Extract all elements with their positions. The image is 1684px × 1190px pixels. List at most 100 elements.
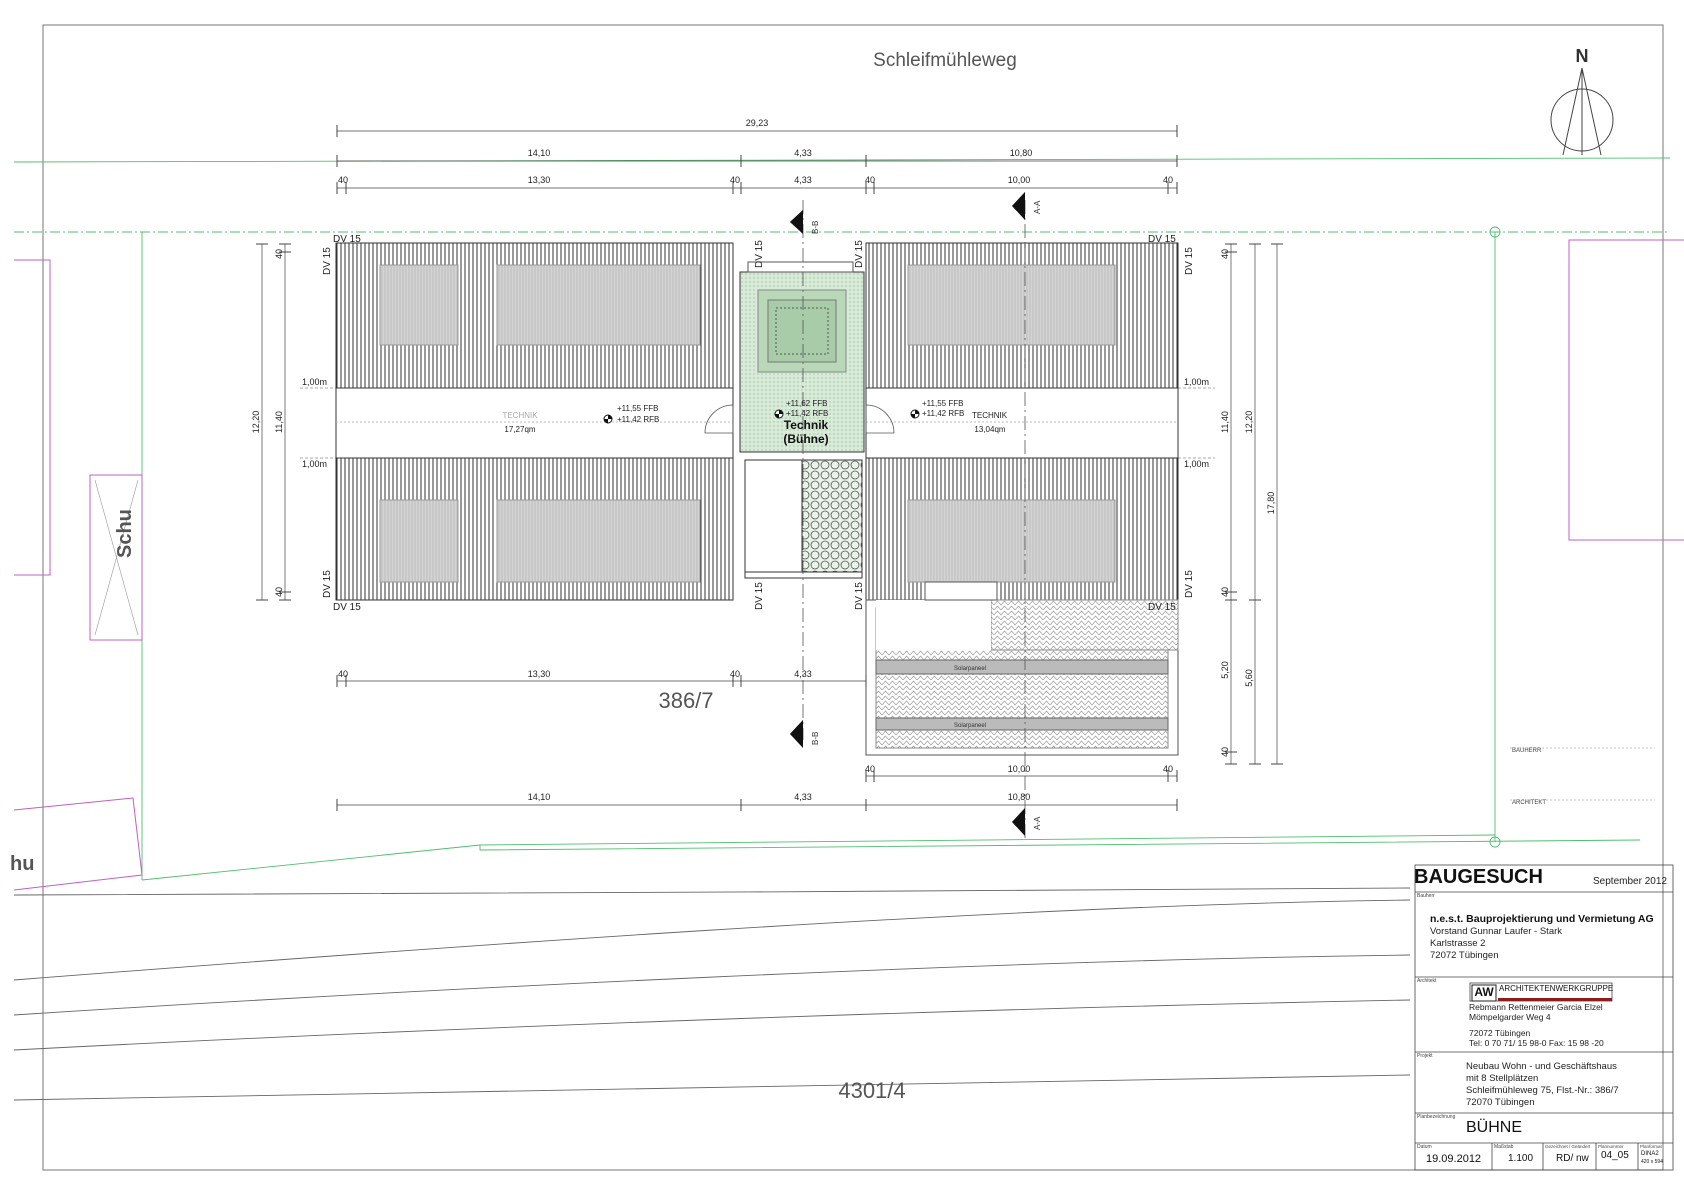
format-caption: Planformat <box>1640 1144 1662 1149</box>
corridor-width: 1,00m <box>302 377 327 387</box>
north-label: N <box>1576 46 1589 66</box>
client-line3: Karlstrasse 2 <box>1430 938 1486 949</box>
corridor-width: 1,00m <box>1184 459 1209 469</box>
dim-side-outer: 12,20 <box>251 411 261 434</box>
title-date-top: September 2012 <box>1593 876 1667 887</box>
projekt-caption: Projekt <box>1417 1053 1433 1059</box>
arch-line2: Mömpelgarder Weg 4 <box>1469 1012 1551 1022</box>
eave-label: DV 15 <box>322 570 333 598</box>
dim-edge: 40 <box>1163 175 1173 185</box>
neighbor-cross <box>94 479 139 636</box>
building: Solarpaneel Solarpaneel <box>335 242 1179 756</box>
west-room-label: TECHNIK <box>502 411 538 420</box>
dim-inner-mid: 4,33 <box>794 175 812 185</box>
east-room-rfb: +11,42 RFB <box>922 409 964 418</box>
green-roof-strip <box>801 459 863 573</box>
corridor-west <box>335 387 734 459</box>
eave-label: DV 15 <box>333 234 361 245</box>
plan-date: 19.09.2012 <box>1426 1153 1482 1165</box>
dimension-lines <box>261 130 1278 806</box>
solar-panel <box>875 717 1169 731</box>
parcel-main: 386/7 <box>658 688 713 713</box>
dim-inner-east: 10,00 <box>1008 764 1031 774</box>
west-room-ffb: +11,55 FFB <box>617 404 658 413</box>
dim-side-lower-b: 5,60 <box>1244 669 1254 687</box>
dim-inner-west: 13,30 <box>528 669 551 679</box>
project-line4: 72070 Tübingen <box>1466 1097 1535 1108</box>
north-arrow-icon <box>1550 67 1614 156</box>
date-caption: Datum <box>1417 1144 1432 1150</box>
eave-label: DV 15 <box>1148 602 1176 613</box>
door-swing <box>865 404 895 434</box>
dim-overall: 29,23 <box>746 118 769 128</box>
level-marker-icon <box>603 409 920 424</box>
plannr-caption: Plannummer <box>1598 1144 1624 1149</box>
dim-side-total: 17,80 <box>1266 492 1276 515</box>
dim-edge: 40 <box>865 764 875 774</box>
center-room-label: Technik <box>784 418 829 432</box>
project-line2: mit 8 Stellplätzen <box>1466 1073 1539 1084</box>
dim-east: 10,80 <box>1008 792 1031 802</box>
dim-edge: 40 <box>338 669 348 679</box>
plan-format-size: 420 x 594 <box>1641 1159 1663 1165</box>
plan-caption: Planbezeichnung <box>1417 1114 1456 1120</box>
architekt-caption: Architekt <box>1417 978 1437 984</box>
eave-label: DV 15 <box>754 582 765 610</box>
eave-label: DV 15 <box>333 602 361 613</box>
eave-label: DV 15 <box>854 582 865 610</box>
skylight <box>379 499 459 583</box>
skylight <box>379 264 459 346</box>
center-room-rfb: +11,42 RFB <box>786 409 828 418</box>
eave-label: DV 15 <box>1184 570 1195 598</box>
dim-inner-east: 10,00 <box>1008 175 1031 185</box>
street-name: Schleifmühleweg <box>873 50 1017 71</box>
eave-label: DV 15 <box>1148 234 1176 245</box>
bauherr-caption: Bauherr <box>1417 893 1435 899</box>
eave-label: DV 15 <box>854 240 865 268</box>
skylight <box>496 264 701 346</box>
dim-west: 14,10 <box>528 148 551 158</box>
section-aa-label: A-A <box>1033 200 1042 214</box>
neighbor-label: Schu <box>114 509 136 558</box>
dim-side-edge: 40 <box>1220 587 1230 597</box>
dim-side-edge: 40 <box>274 249 284 259</box>
eave-label: DV 15 <box>322 247 333 275</box>
skylight <box>907 264 1116 346</box>
arch-firm: ARCHITEKTENWERKGRUPPE <box>1499 984 1614 993</box>
corridor-east <box>865 387 1179 459</box>
dim-side-edge: 40 <box>274 587 284 597</box>
center-room-ffb: +11,62 FFB <box>786 399 827 408</box>
client-name: n.e.s.t. Bauprojektierung und Vermietung… <box>1430 913 1654 925</box>
dim-east: 10,80 <box>1010 148 1033 158</box>
west-room-rfb: +11,42 RFB <box>617 415 659 424</box>
arch-line4: Tel: 0 70 71/ 15 98-0 Fax: 15 98 -20 <box>1469 1038 1604 1048</box>
arch-line3: 72072 Tübingen <box>1469 1028 1531 1038</box>
section-aa-label: A-A <box>1033 816 1042 830</box>
sheet-frame <box>42 24 1664 1171</box>
corridor-width: 1,00m <box>1184 377 1209 387</box>
dim-inner-west: 13,30 <box>528 175 551 185</box>
dim-inner-mid: 4,33 <box>794 669 812 679</box>
dim-edge: 40 <box>1163 764 1173 774</box>
client-line2: Vorstand Gunnar Laufer - Stark <box>1430 926 1563 937</box>
sign-architekt: ARCHITEKT <box>1512 800 1546 806</box>
title-block-frame <box>1414 864 1674 1171</box>
arch-line1: Rebmann Rettenmeier Garcia Elzel <box>1469 1002 1603 1012</box>
project-line3: Schleifmühleweg 75, Flst.-Nr.: 386/7 <box>1466 1085 1619 1096</box>
dim-side-edge: 40 <box>1220 249 1230 259</box>
scale-caption: Maßstab <box>1494 1144 1514 1150</box>
road-lines <box>13 887 1411 1101</box>
client-line4: 72072 Tübingen <box>1430 950 1499 961</box>
title-heading: BAUGESUCH <box>1414 866 1543 888</box>
drawn-caption: Gezeichnet / Geändert <box>1545 1144 1591 1149</box>
plan-name: BÜHNE <box>1466 1119 1523 1136</box>
skylight <box>496 499 701 583</box>
dim-edge: 40 <box>338 175 348 185</box>
arch-logo-box <box>1471 984 1497 1002</box>
sign-bauherr: BAUHERR <box>1512 748 1542 754</box>
skylight <box>907 499 1116 583</box>
dim-mid: 4,33 <box>794 792 812 802</box>
east-room-label: TECHNIK <box>972 411 1008 420</box>
neighbor-buildings <box>13 239 1684 891</box>
